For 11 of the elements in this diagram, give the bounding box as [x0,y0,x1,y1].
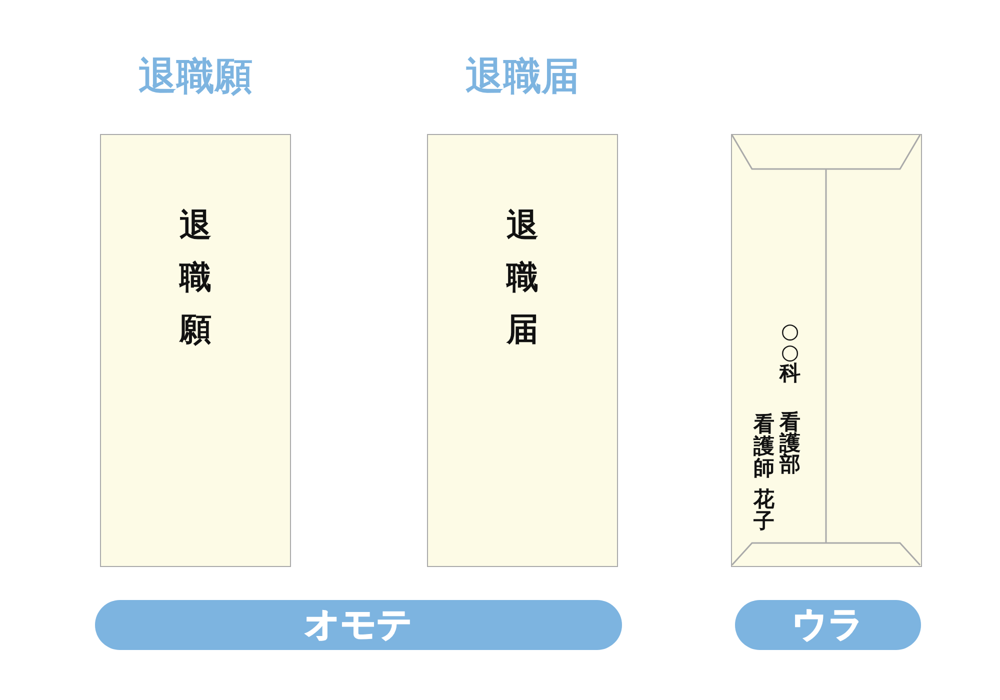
envelope-title-text: 退職願 [178,205,212,350]
envelope-heading: 退職届 [466,55,580,99]
side-label-pill: ウラ [735,600,921,650]
job-title-text: 看護師 [752,413,776,479]
division-text: 看護部 [778,411,802,474]
side-label-pill: オモテ [95,600,622,650]
department-text: ○○科 [778,320,802,383]
envelope-back [731,134,922,567]
sender-name-text: 花子 [752,488,776,532]
envelope-title-text: 退職届 [504,205,540,350]
envelope-heading: 退職願 [138,55,252,99]
